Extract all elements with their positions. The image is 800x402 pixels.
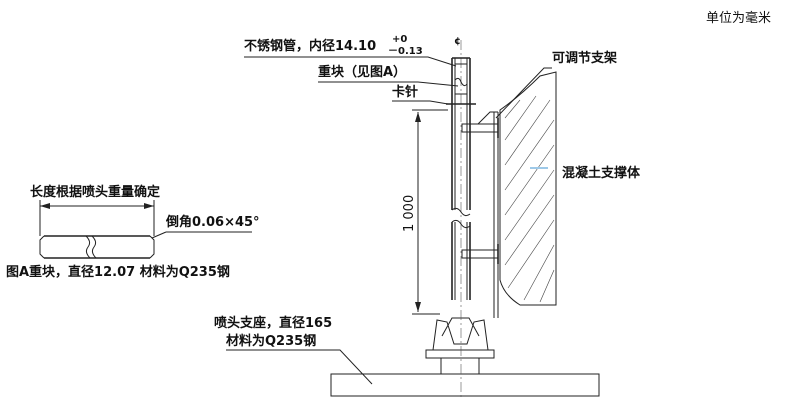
label-clip-pin: 卡针 <box>392 84 418 100</box>
block-right-chamfer <box>149 235 155 259</box>
leader-adjustable-bracket <box>495 67 552 119</box>
pipe-break-upper <box>451 207 471 217</box>
nozzle-seat-body <box>440 357 480 375</box>
dimension-1000: 1 000 <box>402 195 417 232</box>
label-nozzle-seat-line1: 喷头支座，直径165 <box>214 315 332 331</box>
centerline-mark: ¢ <box>454 36 461 47</box>
block-break-1 <box>85 235 91 259</box>
label-weight-block: 重块（见图A） <box>318 64 406 80</box>
nozzle-seat-inner <box>441 317 480 337</box>
weight-block-break <box>454 77 468 87</box>
units-note: 单位为毫米 <box>706 10 771 26</box>
label-nozzle-seat-line2: 材料为Q235钢 <box>226 333 316 349</box>
length-arrow-left <box>40 203 50 209</box>
concrete-hatching <box>504 95 555 303</box>
dim-arrow-bottom <box>415 302 421 312</box>
length-arrow-right <box>144 203 154 209</box>
leader-weight-block <box>318 81 459 87</box>
label-length-note: 长度根据喷头重量确定 <box>30 184 160 200</box>
nozzle-seat-flange <box>425 349 495 359</box>
label-concrete-support: 混凝土支撑体 <box>562 165 641 181</box>
upper-bracket-stay <box>477 111 498 125</box>
leader-stainless-pipe <box>244 56 457 67</box>
tolerance-lower: －0.13 <box>388 46 423 57</box>
leader-chamfer <box>151 231 252 239</box>
label-figure-a: 图A重块，直径12.07 材料为Q235钢 <box>6 264 230 280</box>
label-chamfer: 倒角0.06×45° <box>165 214 260 230</box>
label-adjustable-bracket: 可调节支架 <box>552 50 617 66</box>
leader-clip-pin <box>392 100 449 105</box>
tolerance-upper: +0 <box>392 34 407 45</box>
dim-arrow-top <box>415 112 421 122</box>
label-stainless-pipe: 不锈钢管，内径14.10 <box>244 38 376 54</box>
base-plate <box>330 373 600 397</box>
weight-block-in-pipe <box>454 63 468 95</box>
leader-nozzle-seat <box>226 349 373 385</box>
block-break-2 <box>91 235 97 259</box>
block-left-chamfer <box>39 235 45 259</box>
nozzle-seat-cup <box>432 319 489 351</box>
